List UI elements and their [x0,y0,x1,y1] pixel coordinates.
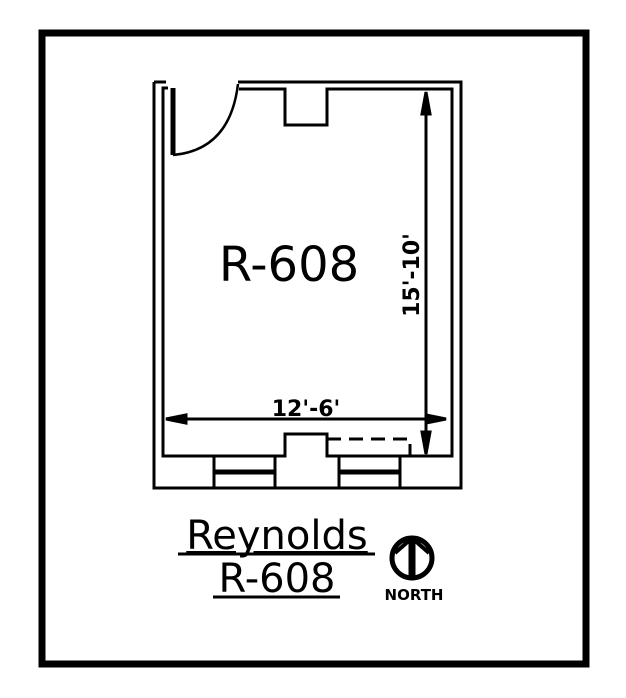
room-label: R-608 [219,237,359,293]
north-label: NORTH [385,586,444,604]
room-number: R-608 [219,556,336,602]
dashed-line [327,437,412,456]
dimension-length-label: 15'-10' [400,233,425,317]
door-swing-arc [172,83,240,157]
dimension-width-label: 12'-6' [272,397,341,422]
windows [212,454,402,490]
drawing-frame [38,29,590,668]
building-name: Reynolds [186,513,367,559]
outer-wall-main [152,80,463,490]
north-arrow-icon [389,535,435,581]
dimension-lines [165,91,447,455]
